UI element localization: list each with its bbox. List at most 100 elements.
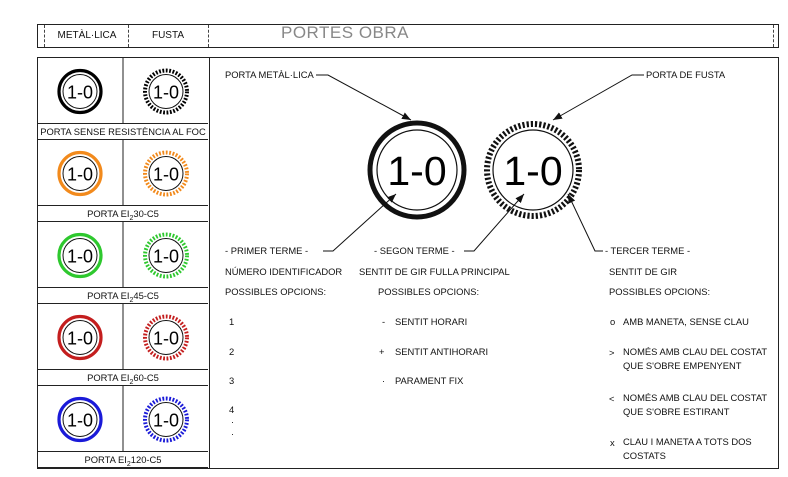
legend-wood-symbol: 1-0 <box>143 68 189 115</box>
legend-inner-ring <box>148 238 184 273</box>
diagram-svg: 1-0 1-0 <box>316 74 644 252</box>
legend-inner-ring <box>148 74 184 109</box>
legend-label-suffix: 60-C5 <box>133 372 159 383</box>
leader-term2 <box>464 193 525 252</box>
legend-label-suffix: 30-C5 <box>133 208 159 219</box>
legend-outer-ring <box>143 68 189 115</box>
term1-option: · <box>231 428 235 439</box>
legend-outer-ring <box>57 314 103 361</box>
legend-label-text: PORTA EI <box>87 290 130 301</box>
legend-outer-ring <box>143 232 189 279</box>
legend-wood-symbol: 1-0 <box>143 314 189 361</box>
term3-option-line1: AMB MANETA, SENSE CLAU <box>623 316 749 327</box>
legend-outer-ring <box>57 150 103 197</box>
term1-title: - PRIMER TERME - <box>225 245 309 256</box>
term1-subtitle: NÚMERO IDENTIFICADOR <box>225 266 343 277</box>
legend-symbol-row: 1-0 1-0 <box>57 386 189 451</box>
legend-outer-ring <box>143 314 189 361</box>
legend-inner-ring <box>62 238 98 273</box>
header-divider <box>128 25 129 47</box>
term3-subtitle: SENTIT DE GIR <box>609 266 678 277</box>
term1-options-title: POSSIBLES OPCIONS: <box>225 286 327 297</box>
legend-symbol-row: 1-0 1-0 <box>57 222 189 287</box>
term2-option-text: SENTIT HORARI <box>395 316 468 327</box>
legend-metal-symbol: 1-0 <box>57 396 103 443</box>
legend-symbol-text: 1-0 <box>153 329 179 349</box>
term1-option: · <box>231 416 235 427</box>
legend-symbol-text: 1-0 <box>67 165 93 185</box>
term2-option-sym: - <box>382 316 386 327</box>
panel-divider <box>209 58 210 468</box>
legend-label-text: PORTA SENSE RESISTÈNCIA AL FOC <box>40 126 206 137</box>
legend-label-subscript: 2 <box>126 460 131 468</box>
legend-label-suffix: 45-C5 <box>133 290 159 301</box>
legend-metal-symbol: 1-0 <box>57 68 103 115</box>
term1-option: 1 <box>229 316 235 327</box>
legend-symbol-text: 1-0 <box>153 411 179 431</box>
term3-option-sym: o <box>610 316 616 327</box>
wood-door-symbol: 1-0 <box>484 121 582 219</box>
legend-label-suffix: 120-C5 <box>130 454 162 465</box>
leader-term3 <box>567 193 603 252</box>
legend-symbol-text: 1-0 <box>67 83 93 103</box>
legend-symbol-text: 1-0 <box>153 165 179 185</box>
header-bar: METÀL·LICA FUSTA PORTES OBRA <box>37 23 779 48</box>
legend-inner-ring <box>62 74 98 109</box>
legend-symbol-row: 1-0 1-0 <box>57 304 189 369</box>
term2-option-sym: + <box>379 346 385 357</box>
term1-option: 2 <box>229 346 235 357</box>
leader-metal <box>316 74 412 121</box>
leader-term1 <box>323 193 397 252</box>
metal-symbol-text: 1-0 <box>387 148 446 194</box>
term3-option-line2: QUE S'OBRE ESTIRANT <box>623 406 730 417</box>
legend-outer-ring <box>143 150 189 197</box>
legend-group-label: PORTA EI260-C5 <box>38 369 208 386</box>
metal-door-symbol: 1-0 <box>367 120 467 220</box>
legend-group-label: PORTA EI245-C5 <box>38 287 208 304</box>
legend-label-text: PORTA EI <box>87 208 130 219</box>
term3-option-line1: CLAU I MANETA A TOTS DOS <box>623 436 752 447</box>
legend-label-text: PORTA EI <box>84 454 127 465</box>
term3-option-line1: NOMÉS AMB CLAU DEL COSTAT <box>623 392 768 403</box>
legend-metal-symbol: 1-0 <box>57 150 103 197</box>
legend-inner-ring <box>148 156 184 191</box>
legend-metal-symbol: 1-0 <box>57 314 103 361</box>
term2-options-title: POSSIBLES OPCIONS: <box>378 286 480 297</box>
legend-symbol-text: 1-0 <box>67 247 93 267</box>
legend-metal-symbol: 1-0 <box>57 232 103 279</box>
legend-outer-ring <box>57 396 103 443</box>
term2-title: - SEGON TERME - <box>374 245 455 256</box>
header-col-metal: METÀL·LICA <box>57 30 117 41</box>
legend-wood-symbol: 1-0 <box>143 396 189 443</box>
legend-outer-ring <box>143 396 189 443</box>
legend-wood-symbol: 1-0 <box>143 150 189 197</box>
legend-inner-ring <box>62 156 98 191</box>
legend-label-subscript: 2 <box>129 296 134 304</box>
legend-symbol-text: 1-0 <box>153 83 179 103</box>
legend-label-subscript: 2 <box>129 214 134 222</box>
term3-options-title: POSSIBLES OPCIONS: <box>609 286 711 297</box>
legend-inner-ring <box>148 402 184 437</box>
label-metal-door: PORTA METÀL·LICA <box>225 69 314 80</box>
legend-outer-ring <box>57 232 103 279</box>
header-divider <box>208 25 209 47</box>
term3-option-sym: x <box>610 437 615 448</box>
wood-symbol-text: 1-0 <box>503 148 562 194</box>
legend-group-label: PORTA SENSE RESISTÈNCIA AL FOC <box>38 123 208 140</box>
legend-label-text: PORTA EI <box>87 372 130 383</box>
legend-outer-ring <box>57 68 103 115</box>
legend-wood-symbol: 1-0 <box>143 232 189 279</box>
legend-symbol-row: 1-0 1-0 <box>57 140 189 205</box>
label-wood-door: PORTA DE FUSTA <box>646 69 726 80</box>
legend-symbol-text: 1-0 <box>67 329 93 349</box>
term2-subtitle: SENTIT DE GIR FULLA PRINCIPAL <box>359 266 510 277</box>
legend-inner-ring <box>62 320 98 355</box>
legend-group-label: PORTA EI230-C5 <box>38 205 208 222</box>
term3-option-line2: QUE S'OBRE EMPENYENT <box>623 360 742 371</box>
term3-title: - TERCER TERME - <box>605 245 691 256</box>
term2-option-text: PARAMENT FIX <box>395 375 464 386</box>
header-divider <box>44 25 45 47</box>
page-title: PORTES OBRA <box>281 23 409 42</box>
